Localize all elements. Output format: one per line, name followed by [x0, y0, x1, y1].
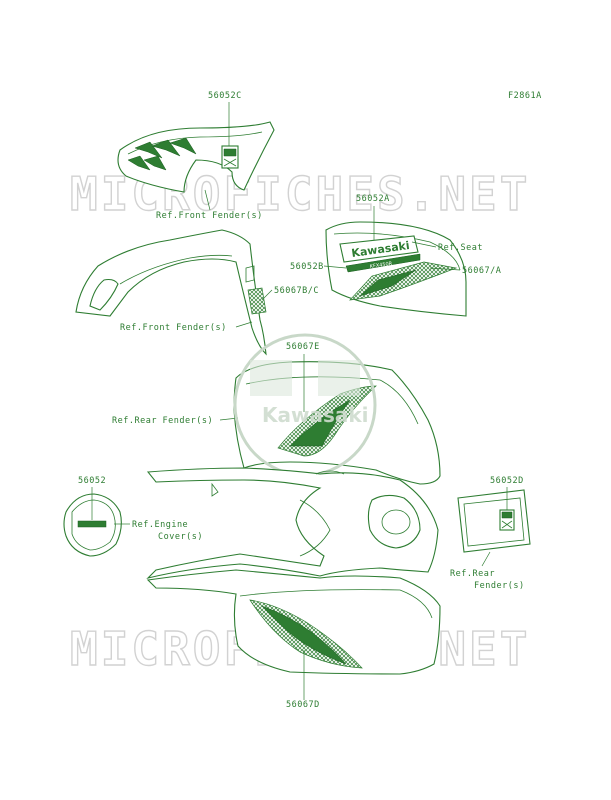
label-ref-seat: Ref.Seat: [438, 243, 483, 253]
decal-model-text: KFX450R: [369, 261, 393, 270]
leader-ref-seat: [411, 241, 437, 248]
leader-ref-front-fender-1: [204, 189, 211, 211]
label-56067D: 56067D: [286, 700, 320, 710]
label-ref-rear-fender-2-line2: Fender(s): [474, 581, 525, 591]
rear-fender-lower-part: [146, 569, 441, 675]
leader-56052B: [323, 265, 347, 269]
kawasaki-decal-56052A: [339, 235, 419, 263]
leader-ref-front-fender-2: [235, 321, 253, 328]
rear-fender-frame-part: [146, 467, 439, 579]
leader-56067BC: [261, 289, 273, 301]
label-56052: 56052: [78, 476, 106, 486]
leader-56067A: [429, 267, 461, 271]
rear-small-decal-part: [457, 489, 531, 553]
label-ref-engine-line2: Cover(s): [158, 532, 203, 542]
label-56067A: 56067/A: [462, 266, 501, 276]
label-56052B: 56052B: [290, 262, 324, 272]
label-ref-rear-fender-2-line1: Ref.Rear: [450, 569, 495, 579]
label-ref-front-fender-1: Ref.Front Fender(s): [156, 211, 263, 221]
watermark-logo: Kawasaki: [233, 333, 377, 477]
label-ref-rear-fender-1: Ref.Rear Fender(s): [112, 416, 213, 426]
front-fender-side-part: [75, 229, 267, 356]
seat-side-panel-part: Kawasaki KFX450R: [325, 221, 467, 317]
label-56052A: 56052A: [356, 194, 390, 204]
watermark-logo-text: Kawasaki: [262, 403, 369, 427]
label-56067BC: 56067B/C: [274, 286, 319, 296]
leader-ref-rear-fender-2: [481, 551, 491, 567]
label-56052D: 56052D: [490, 476, 524, 486]
label-56052C: 56052C: [208, 91, 242, 101]
label-ref-engine-line1: Ref.Engine: [132, 520, 188, 530]
figure-code: F2861A: [508, 91, 542, 101]
label-56067E: 56067E: [286, 342, 320, 352]
engine-cover-part: [63, 493, 122, 557]
label-ref-front-fender-2: Ref.Front Fender(s): [120, 323, 227, 333]
front-fender-top-part: [117, 121, 275, 193]
